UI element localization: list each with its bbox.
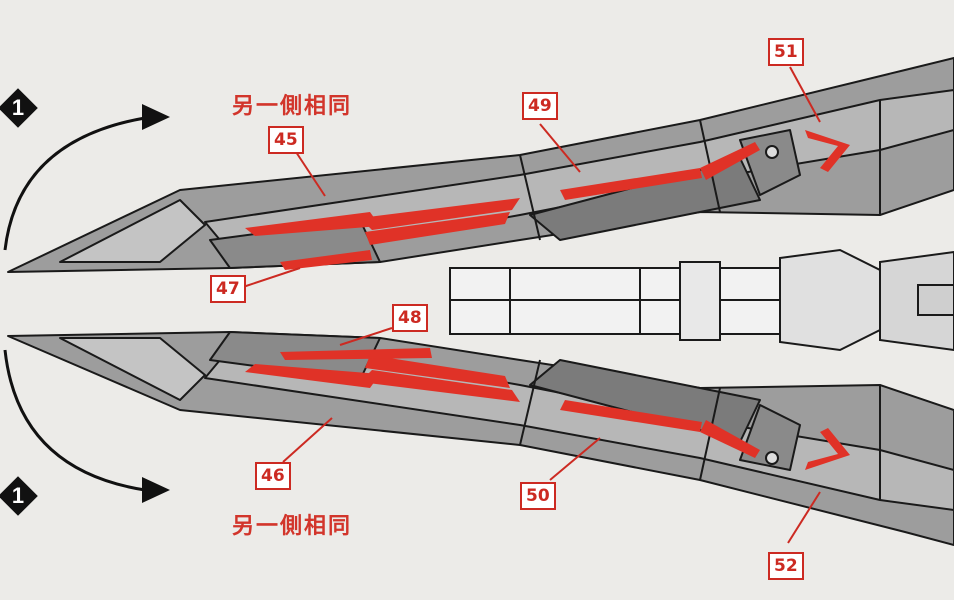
arrowhead-top	[142, 104, 170, 130]
decal-marks-lower	[245, 348, 850, 470]
decal-marks-upper	[245, 130, 850, 270]
rotate-arrow-top	[3, 116, 146, 251]
rotate-arrow-bottom	[3, 349, 146, 492]
callout-50: 50	[520, 482, 556, 510]
step-marker-top: 1	[0, 88, 38, 128]
leader-lines	[242, 66, 821, 544]
arrowhead-bottom	[142, 477, 170, 503]
callout-52: 52	[768, 552, 804, 580]
center-shaft	[449, 248, 954, 352]
step-marker-bottom: 1	[0, 476, 38, 516]
upper-blade	[7, 57, 954, 273]
callout-45: 45	[268, 126, 304, 154]
callout-47: 47	[210, 275, 246, 303]
callout-51: 51	[768, 38, 804, 66]
callout-46: 46	[255, 462, 291, 490]
note-other-side-top: 另一側相同	[232, 94, 353, 119]
note-other-side-bottom: 另一側相同	[232, 514, 353, 539]
callout-49: 49	[522, 92, 558, 120]
callout-48: 48	[392, 304, 428, 332]
lower-blade	[7, 331, 954, 546]
